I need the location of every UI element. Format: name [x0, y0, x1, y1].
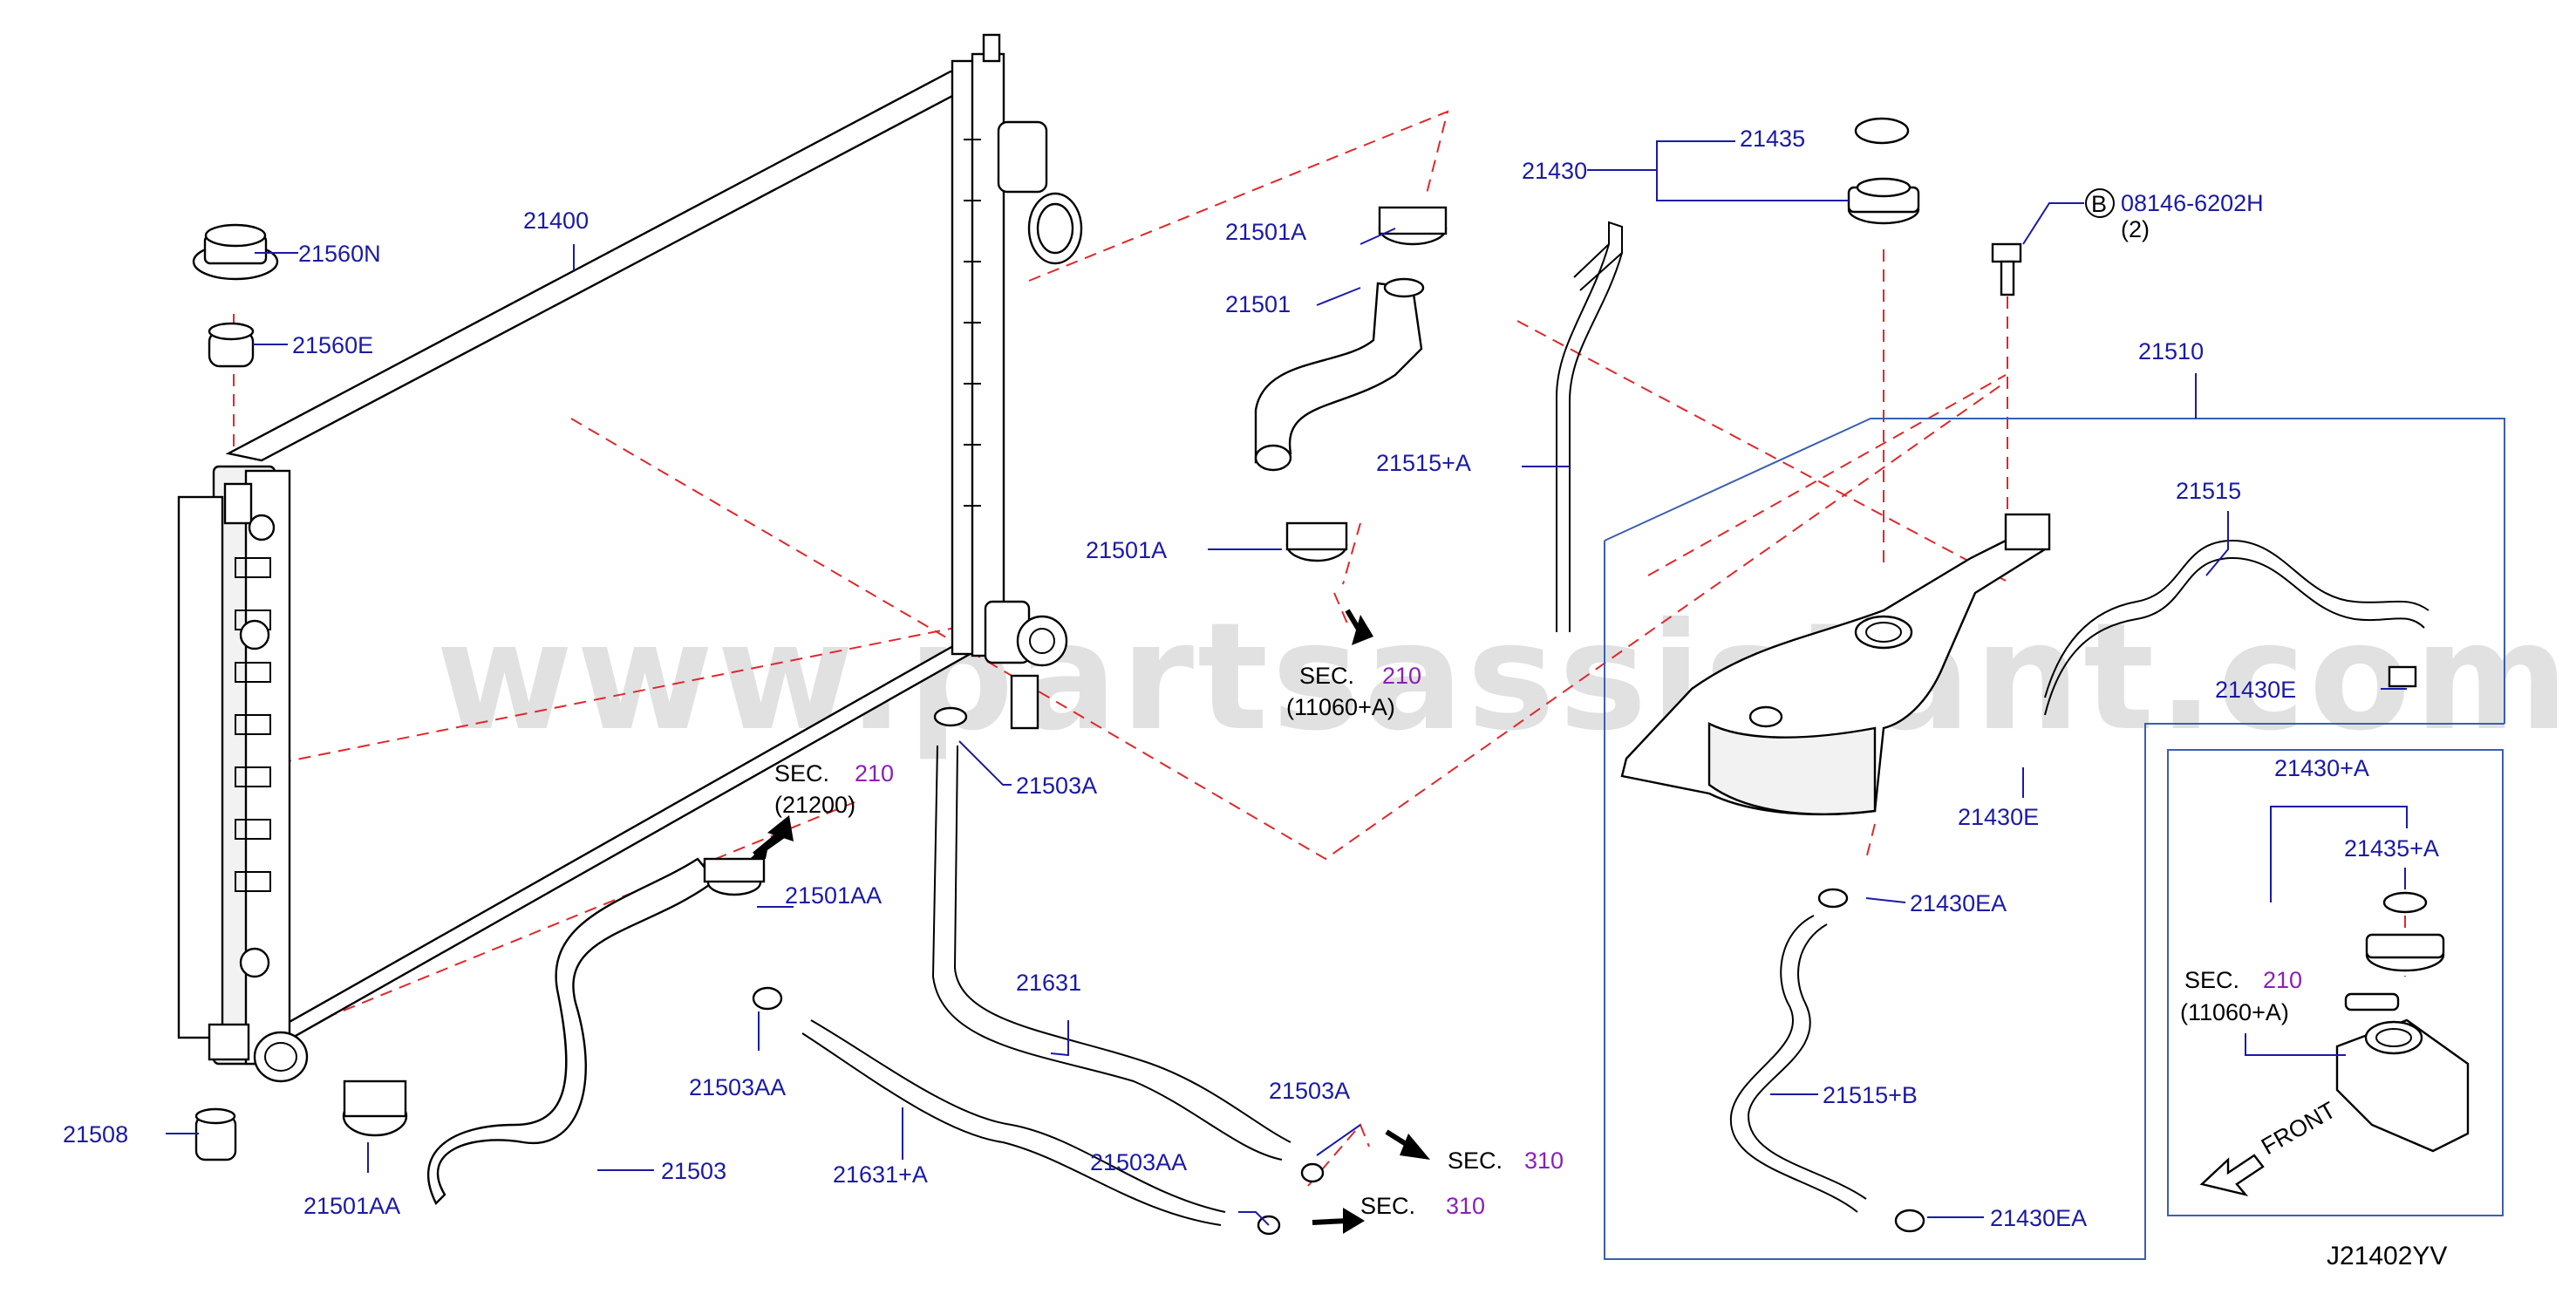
sec-210-c-label: SEC.	[2184, 967, 2239, 993]
label-21501A-lower: 21501A	[1086, 537, 1167, 563]
label-21510: 21510	[2138, 338, 2204, 364]
label-21503A-lower: 21503A	[1269, 1078, 1350, 1104]
bolt	[1991, 242, 2022, 296]
sec-210-a-label: SEC.	[774, 760, 829, 787]
leader-lines	[166, 140, 2408, 1226]
reservoir-hose-a	[1556, 221, 1623, 632]
lower-hose	[342, 857, 783, 1206]
label-21515A: 21515+A	[1376, 450, 1471, 476]
label-21430E-lower: 21430E	[1958, 804, 2039, 830]
sec-210-c-number: 210	[2263, 967, 2302, 993]
label-21501AA-lower: 21501AA	[303, 1193, 400, 1219]
diagram-code: J21402YV	[2327, 1242, 2447, 1270]
sec-310-b-number: 310	[1446, 1193, 1485, 1219]
section-references: SEC. 210 (21200) SEC. 210 (11060+A) SEC.…	[774, 663, 2302, 1219]
label-front: FRONT	[2257, 1097, 2341, 1160]
reservoir-hose-top	[2044, 539, 2429, 716]
sec-210-b-label: SEC.	[1299, 663, 1354, 689]
label-21400: 21400	[523, 208, 589, 234]
label-21501A-upper: 21501A	[1225, 219, 1306, 245]
label-21430EA-lower: 21430EA	[1990, 1205, 2087, 1231]
label-bolt-part: 08146-6202H	[2121, 190, 2264, 216]
label-21430: 21430	[1522, 158, 1587, 184]
radiator-cap	[192, 223, 279, 1161]
radiator	[177, 33, 1083, 1083]
sec-310-a-label: SEC.	[1448, 1148, 1503, 1174]
label-21515: 21515	[2176, 478, 2241, 504]
label-bolt-qty: (2)	[2121, 216, 2150, 242]
reservoir-box	[1604, 418, 2505, 724]
reservoir-cap	[1847, 117, 1920, 225]
front-arrow	[2199, 1154, 2265, 1197]
sec-210-a-sub: (21200)	[774, 792, 855, 818]
label-21503: 21503	[661, 1158, 726, 1184]
overflow-hoses	[801, 706, 1325, 1236]
sec-310-a-number: 310	[1524, 1148, 1564, 1174]
label-21501AA-upper: 21501AA	[785, 882, 882, 909]
label-21503AA-right: 21503AA	[1090, 1149, 1187, 1175]
label-21435: 21435	[1740, 126, 1805, 152]
label-21515B: 21515+B	[1823, 1082, 1918, 1108]
label-21430EA-upper: 21430EA	[1910, 890, 2007, 916]
label-21560N: 21560N	[298, 241, 381, 267]
sec-210-b-number: 210	[1382, 663, 1421, 689]
label-21631A: 21631+A	[833, 1161, 928, 1188]
sec-310-b-label: SEC.	[1360, 1193, 1415, 1219]
sec-210-a-number: 210	[855, 760, 894, 787]
label-21503AA-left: 21503AA	[689, 1074, 786, 1100]
sec-210-b-sub: (11060+A)	[1286, 694, 1395, 720]
label-21508: 21508	[63, 1121, 128, 1148]
label-21560E: 21560E	[292, 332, 373, 358]
flow-arrows	[750, 609, 2265, 1234]
reservoir-tank	[1620, 513, 2051, 816]
label-21503A-upper: 21503A	[1016, 773, 1097, 799]
label-21435A: 21435+A	[2344, 835, 2439, 862]
reservoir-hose-b	[1729, 888, 1925, 1233]
bolt-marker-letter: B	[2091, 191, 2107, 217]
inset-box	[2167, 749, 2504, 1216]
sec-210-c-sub: (11060+A)	[2180, 999, 2289, 1025]
upper-hose	[1254, 206, 1448, 562]
label-21631: 21631	[1016, 970, 1081, 996]
bolt-marker: B	[2085, 188, 2115, 218]
label-21430E-right: 21430E	[2215, 677, 2296, 703]
inset-thermostat-housing	[2335, 891, 2470, 1153]
label-21501: 21501	[1225, 291, 1291, 317]
label-21430A: 21430+A	[2274, 755, 2369, 781]
